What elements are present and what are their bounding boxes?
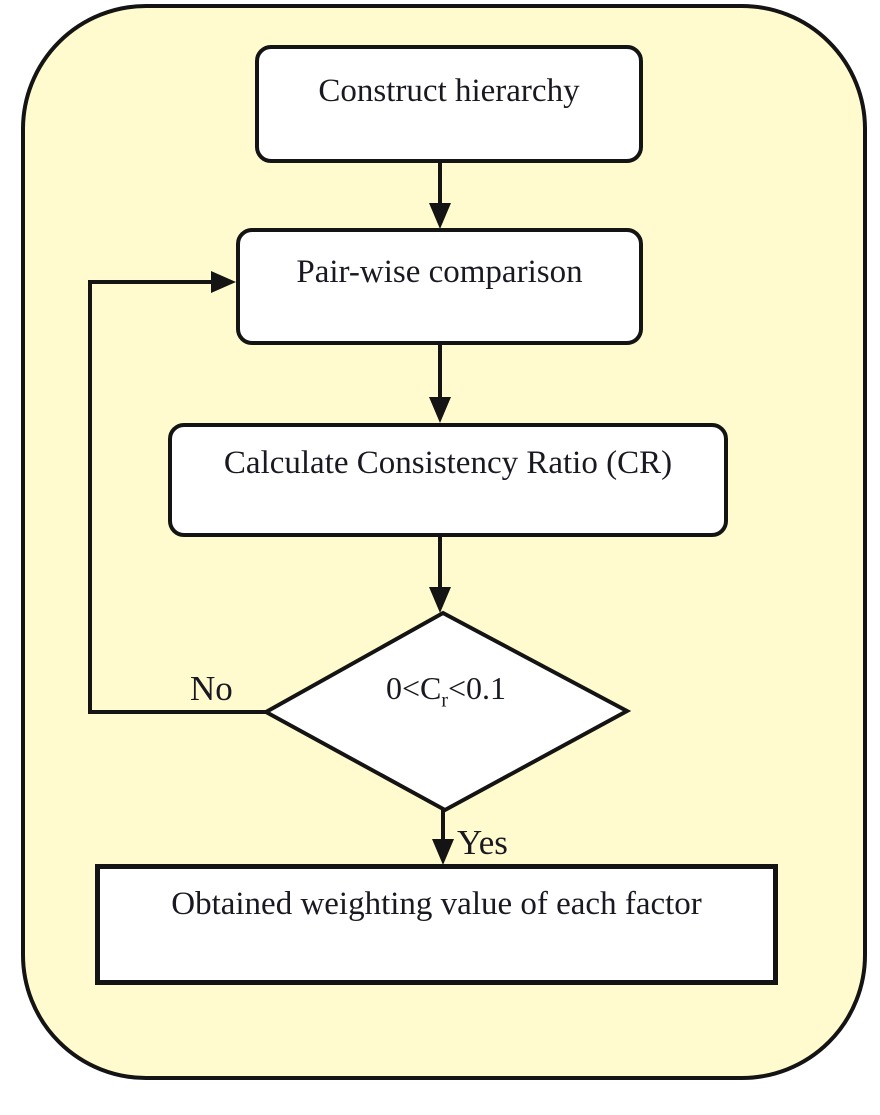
node-calculate-consistency-ratio: Calculate Consistency Ratio (CR) bbox=[168, 423, 728, 537]
arrowhead-decision-to-obtained bbox=[432, 839, 454, 865]
decision-label-suffix: <0.1 bbox=[447, 670, 507, 706]
arrowhead-construct-to-pairwise bbox=[429, 203, 451, 229]
node-obtained-weighting-label: Obtained weighting value of each factor bbox=[171, 886, 702, 922]
node-construct-hierarchy: Construct hierarchy bbox=[255, 45, 643, 163]
node-obtained-weighting: Obtained weighting value of each factor bbox=[95, 864, 778, 985]
node-calculate-consistency-ratio-label: Calculate Consistency Ratio (CR) bbox=[223, 445, 673, 481]
node-construct-hierarchy-label: Construct hierarchy bbox=[318, 73, 580, 109]
decision-label-prefix: 0<C bbox=[385, 670, 442, 706]
arrowhead-no-feedback bbox=[211, 271, 236, 293]
edge-label-yes: Yes bbox=[457, 823, 508, 862]
node-pairwise-comparison-label: Pair-wise comparison bbox=[296, 254, 583, 290]
node-pairwise-comparison: Pair-wise comparison bbox=[236, 228, 643, 345]
arrowhead-pairwise-to-calculate bbox=[429, 397, 451, 423]
arrowhead-calculate-to-decision bbox=[429, 587, 451, 613]
edge-label-no: No bbox=[190, 669, 233, 708]
node-decision-label: 0<Cr<0.1 bbox=[316, 670, 576, 710]
node-decision-shape bbox=[261, 610, 632, 813]
connector-no-feedback bbox=[88, 280, 266, 714]
decision-label-subscript: r bbox=[441, 689, 448, 712]
